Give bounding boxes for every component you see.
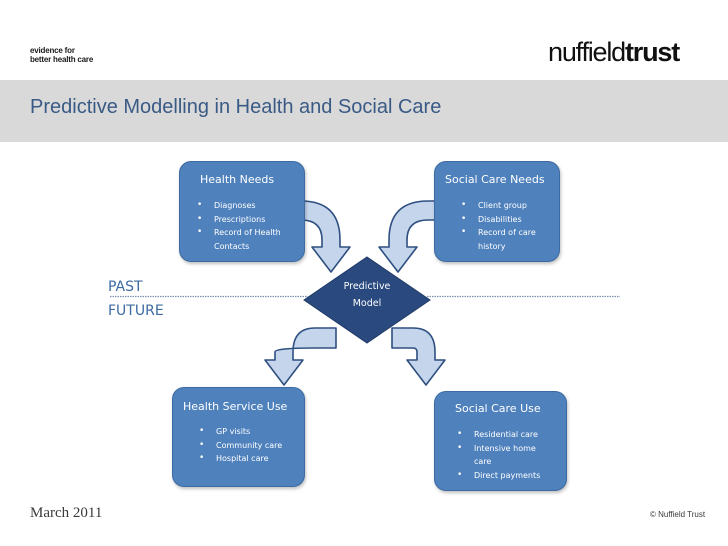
list-item: care: [474, 457, 492, 466]
list-item: Contacts: [214, 241, 250, 251]
social-care-use-heading: Social Care Use: [455, 402, 541, 415]
past-label: PAST: [108, 279, 143, 295]
logo-trust: trust: [624, 37, 680, 67]
list-item: GP visits: [199, 425, 282, 439]
social-care-needs-list: Client group Disabilities Record of care…: [461, 199, 536, 253]
nuffield-trust-logo: nuffieldtrust: [548, 36, 680, 68]
list-item: history: [478, 241, 506, 251]
predictive-model-diamond: [303, 256, 431, 344]
list-item: Community care: [199, 439, 282, 453]
tagline-line-1: evidence for: [30, 46, 75, 55]
health-needs-box: Health Needs Diagnoses Prescriptions Rec…: [179, 161, 305, 262]
health-service-use-box: Health Service Use GP visits Community c…: [172, 387, 305, 487]
health-service-use-heading: Health Service Use: [183, 400, 288, 413]
list-item: Residential care: [457, 428, 540, 442]
predictive-model-label: Predictive Model: [337, 278, 397, 312]
list-item: Record of care: [461, 226, 536, 240]
list-item: Disabilities: [461, 213, 536, 227]
arrow-social-care-needs-to-model: [378, 200, 450, 273]
model-line-2: Model: [352, 298, 382, 309]
list-item: Client group: [461, 199, 536, 213]
health-service-use-list: GP visits Community care Hospital care: [199, 425, 282, 466]
list-item: Diagnoses: [197, 199, 281, 213]
tagline: evidence for better health care: [30, 46, 93, 64]
arrow-model-to-health-service-use: [264, 327, 337, 386]
list-item: Direct payments: [457, 469, 540, 483]
future-label: FUTURE: [108, 303, 164, 319]
social-care-use-list: Residential care Intensive home care Dir…: [457, 428, 540, 482]
health-needs-list: Diagnoses Prescriptions Record of Health…: [197, 199, 281, 253]
logo-nuffield: nuffield: [548, 37, 626, 67]
slide-title: Predictive Modelling in Health and Socia…: [30, 96, 442, 118]
model-line-1: Predictive: [343, 281, 391, 292]
copyright-label: © Nuffield Trust: [650, 510, 706, 519]
list-item: Prescriptions: [197, 213, 281, 227]
list-item: Record of Health: [197, 226, 281, 240]
list-item: Intensive home: [457, 442, 540, 456]
tagline-line-2: better health care: [30, 55, 94, 64]
list-item: Hospital care: [199, 452, 282, 466]
social-care-needs-box: Social Care Needs Client group Disabilit…: [434, 161, 560, 262]
arrow-model-to-social-care-use: [391, 327, 446, 386]
social-care-use-box: Social Care Use Residential care Intensi…: [434, 391, 567, 491]
date-label: March 2011: [30, 505, 103, 521]
title-band: [0, 80, 728, 142]
social-care-needs-heading: Social Care Needs: [445, 173, 545, 186]
health-needs-heading: Health Needs: [200, 173, 275, 186]
